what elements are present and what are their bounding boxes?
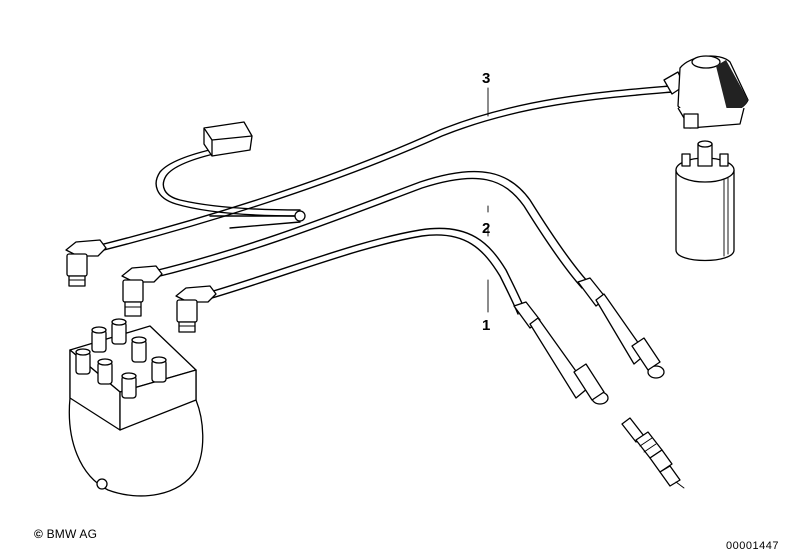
callout-3-label: 3 (482, 70, 490, 87)
ignition-lead-1 (175, 227, 609, 405)
callout-2-label: 2 (482, 220, 490, 237)
spark-plug-connector-1 (175, 285, 217, 333)
distributor-cap (68, 318, 204, 497)
ignition-lead-3 (65, 85, 673, 287)
spark-plug-connector-3 (65, 239, 107, 287)
ignition-coil (675, 140, 735, 262)
callout-1: 1 (482, 279, 490, 334)
callout-3: 3 (482, 70, 490, 117)
ignition-lead-2 (121, 170, 665, 379)
diagram-id: 00001447 (726, 540, 779, 552)
coil-boot (663, 55, 749, 129)
copyright-symbol: © (34, 527, 44, 541)
copyright-owner: BMW AG (46, 527, 98, 541)
sensor-lead (155, 121, 306, 229)
sensor-plug (203, 121, 253, 157)
lead-1-end-terminal (513, 301, 609, 405)
spark-plug-connector-2 (121, 265, 163, 317)
copyright-notice: © BMW AG (34, 527, 97, 541)
spark-plug (621, 417, 685, 489)
callout-2: 2 (482, 205, 490, 237)
lead-2-end-terminal (577, 277, 665, 379)
callout-1-label: 1 (482, 317, 490, 334)
distributor-towers (75, 318, 167, 399)
